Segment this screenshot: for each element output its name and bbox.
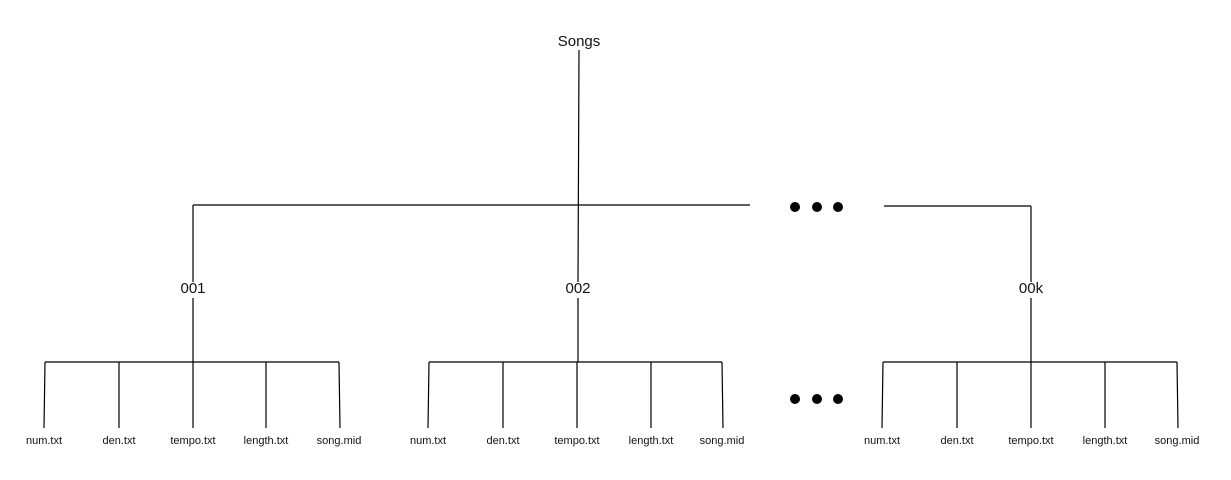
ellipsis-dot	[833, 202, 843, 212]
folder-label: 001	[180, 280, 205, 297]
folder-label: 002	[565, 280, 590, 297]
root-stem	[577, 49, 580, 283]
file-label: den.txt	[940, 435, 973, 447]
file-label: song.mid	[1155, 435, 1200, 447]
file-label: den.txt	[102, 435, 135, 447]
ellipsis-dot	[833, 394, 843, 404]
file-drop	[427, 361, 430, 429]
file-drop	[881, 361, 884, 429]
folder-label: 00k	[1019, 280, 1044, 297]
file-label: length.txt	[244, 435, 289, 447]
file-label: tempo.txt	[170, 435, 215, 447]
file-drop	[1176, 361, 1179, 429]
folder-ellipsis	[790, 202, 843, 212]
file-label: num.txt	[26, 435, 62, 447]
file-label: den.txt	[486, 435, 519, 447]
file-drop	[43, 361, 46, 429]
root-label: Songs	[558, 33, 601, 50]
file-label: num.txt	[410, 435, 446, 447]
file-label: song.mid	[317, 435, 362, 447]
file-label: length.txt	[1083, 435, 1128, 447]
file-label: song.mid	[700, 435, 745, 447]
file-drop	[338, 361, 341, 429]
ellipsis-dot	[790, 202, 800, 212]
file-ellipsis	[790, 394, 843, 404]
file-label: length.txt	[629, 435, 674, 447]
ellipsis-dot	[790, 394, 800, 404]
file-label: num.txt	[864, 435, 900, 447]
file-label: tempo.txt	[1008, 435, 1053, 447]
folder-002: 002 num.txt den.txt tempo.txt length.txt…	[410, 280, 744, 447]
folder-001: 001 num.txt den.txt tempo.txt length.txt…	[26, 280, 361, 447]
file-label: tempo.txt	[554, 435, 599, 447]
ellipsis-dot	[812, 394, 822, 404]
file-drop	[721, 361, 724, 429]
folder-00k: 00k num.txt den.txt tempo.txt length.txt…	[864, 280, 1199, 447]
ellipsis-dot	[812, 202, 822, 212]
